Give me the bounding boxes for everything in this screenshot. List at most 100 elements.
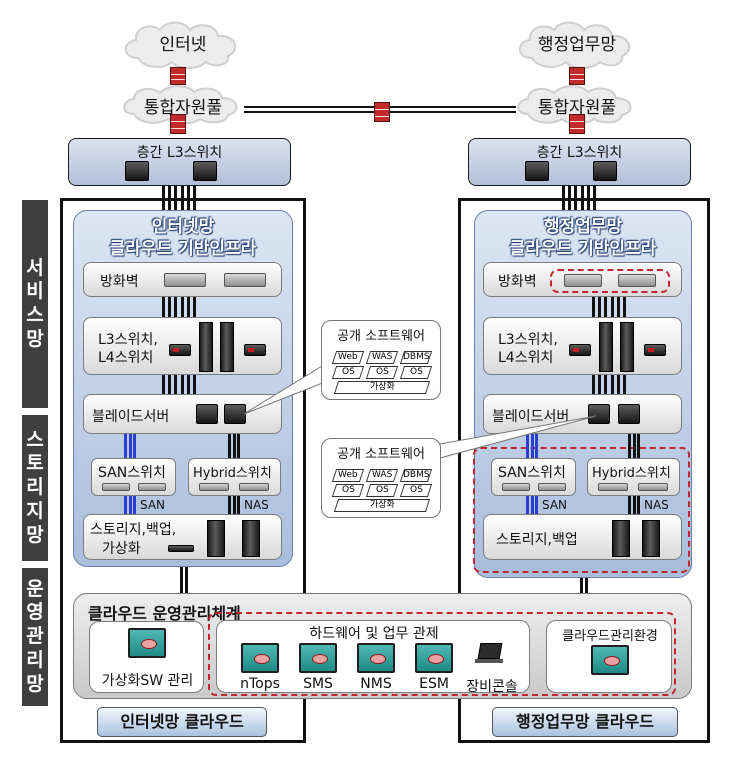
web-label: Web (331, 469, 365, 482)
link-bundle (580, 578, 588, 593)
os-label: OS (331, 484, 365, 497)
link-bundle (162, 297, 196, 317)
virtualization-label: 가상화 (333, 381, 431, 394)
firewall-icon (170, 114, 186, 134)
firewall-appliance-icon (224, 273, 266, 287)
nas-link-bundle (628, 496, 640, 514)
firewall-icon (569, 67, 585, 85)
link-bundle (162, 375, 196, 395)
right-core-switch-bar: 층간 L3스위치 (468, 138, 691, 186)
storage-rack-icon (207, 520, 225, 557)
san-link-bundle (124, 496, 136, 514)
left-l3l4-box: L3스위치, L4스위치 (83, 317, 282, 375)
switch-icon (244, 344, 266, 356)
dbms-label: DBMS (399, 469, 433, 482)
firewall-icon (170, 67, 186, 85)
right-blade-label: 블레이드서버 (492, 409, 570, 425)
monitor-icon (591, 645, 629, 675)
right-san-switch-box: SAN스위치 (491, 458, 576, 496)
left-l3l4-label-2: L4스위치 (98, 350, 154, 366)
monitor-icon (299, 643, 337, 673)
right-san-link-label: SAN (542, 498, 568, 512)
hw-monitoring-title: 하드웨어 및 업무 관제 (309, 626, 439, 642)
os-label: OS (365, 484, 399, 497)
san-link-bundle (526, 496, 538, 514)
monitor-icon (241, 643, 279, 673)
left-storage-label-1: 스토리지,백업, (90, 522, 177, 538)
right-l3l4-label-1: L3스위치, (498, 332, 558, 348)
san-link-bundle (526, 434, 538, 458)
link-bundle (592, 297, 626, 317)
firewall-icon (374, 102, 390, 122)
right-nas-link-label: NAS (644, 498, 669, 512)
san-link-bundle (124, 434, 136, 458)
monitor-icon (357, 643, 395, 673)
cloud-mgmt-env-label: 클라우드관리환경 (562, 629, 658, 644)
left-core-switch-bar: 층간 L3스위치 (68, 138, 291, 186)
right-storage-label: 스토리지,백업 (496, 532, 578, 548)
tool-sms: SMS (303, 676, 333, 692)
right-blade-box: 블레이드서버 (483, 394, 682, 434)
rack-switch-icon (620, 322, 634, 372)
virt-sw-mgmt-label: 가상화SW 관리 (101, 673, 194, 689)
switch-icon (193, 161, 217, 181)
monitor-icon (128, 628, 166, 658)
admin-network-label: 행정업무망 (537, 35, 617, 55)
internet-label: 인터넷 (159, 35, 207, 55)
admin-network-cloud (518, 21, 631, 69)
left-firewall-box: 방화벽 (83, 262, 282, 297)
right-core-switch-label: 층간 L3스위치 (536, 145, 623, 161)
laptop-base (475, 659, 503, 663)
blade-server-icon (224, 404, 246, 424)
cloud-mgmt-env-box: 클라우드관리환경 (546, 620, 672, 693)
tool-esm: ESM (419, 676, 449, 692)
nas-link-bundle (228, 496, 240, 514)
was-label: WAS (365, 351, 399, 364)
right-footer-label: 행정업무망 클라우드 (492, 707, 678, 737)
web-label: Web (331, 351, 365, 364)
switch-icon (169, 344, 191, 356)
storage-rack-icon (612, 520, 630, 557)
left-san-link-label: SAN (140, 498, 166, 512)
right-infra-title-1: 행정업무망 (543, 217, 623, 237)
switch-icon (502, 483, 530, 491)
switch-icon (138, 483, 166, 491)
left-blade-label: 블레이드서버 (92, 409, 170, 425)
switch-icon (644, 344, 666, 356)
switch-icon (598, 483, 628, 491)
nas-link-bundle (228, 434, 240, 458)
virt-sw-mgmt-box: 가상화SW 관리 (89, 621, 204, 693)
tape-drive-icon (168, 545, 194, 552)
right-pool-label: 통합자원풀 (537, 98, 617, 118)
left-san-switch-box: SAN스위치 (91, 458, 176, 496)
rack-switch-icon (220, 322, 234, 372)
link-bundle (180, 567, 188, 593)
storage-rack-icon (242, 520, 260, 557)
right-firewall-box: 방화벽 (483, 262, 682, 297)
switch-icon (239, 483, 269, 491)
laptop-icon (477, 643, 503, 659)
internet-cloud (124, 21, 237, 69)
tool-console: 장비콘솔 (466, 679, 518, 695)
bubble-pointer (439, 415, 597, 459)
firewall-appliance-icon (618, 274, 656, 287)
firewall-appliance-icon (564, 274, 602, 287)
right-firewall-label: 방화벽 (498, 274, 537, 290)
left-san-switch-label: SAN스위치 (98, 465, 166, 481)
right-l3l4-label-2: L4스위치 (498, 350, 554, 366)
dbms-label: DBMS (399, 351, 433, 364)
left-l3l4-label-1: L3스위치, (98, 332, 158, 348)
storage-rack-icon (642, 520, 660, 557)
right-hybrid-switch-box: Hybrid스위치 (587, 458, 680, 496)
right-san-switch-label: SAN스위치 (498, 465, 566, 481)
rack-switch-icon (199, 322, 213, 372)
tool-nms: NMS (360, 676, 392, 692)
hw-monitoring-box: 하드웨어 및 업무 관제 nTops SMS NMS ESM 장비콘솔 (216, 620, 530, 695)
left-storage-box: 스토리지,백업, 가상화 (83, 514, 282, 560)
left-pool-label: 통합자원풀 (143, 98, 223, 118)
left-storage-label-2: 가상화 (102, 541, 141, 557)
open-software-bubble-1: 공개 소프트웨어 Web WAS DBMS OS OS OS 가상화 (321, 320, 441, 400)
